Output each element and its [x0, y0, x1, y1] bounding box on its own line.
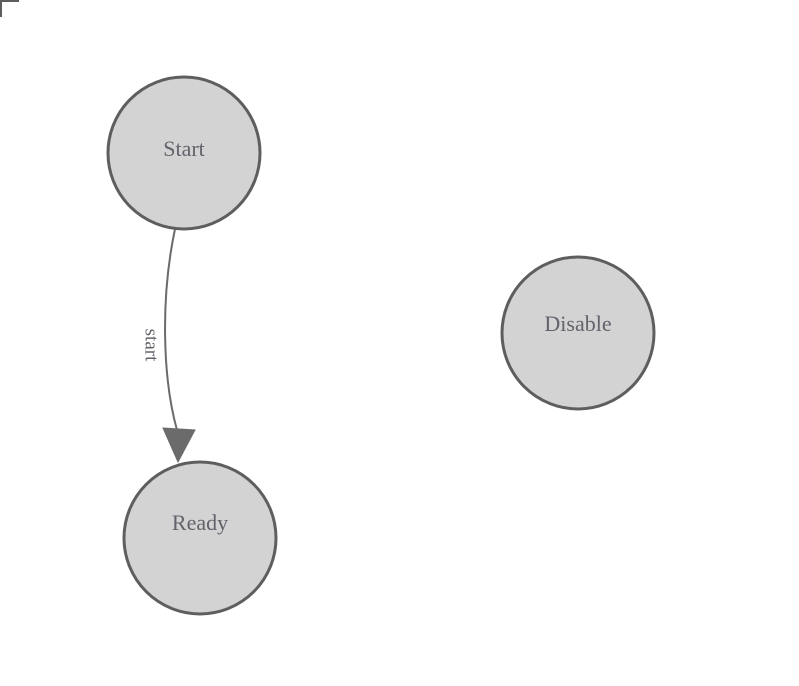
node-disable[interactable]: Disable — [500, 255, 656, 411]
top-left-crop-mark-icon — [0, 0, 19, 17]
arrowhead-icon — [162, 427, 196, 464]
node-ready-circle[interactable] — [122, 460, 278, 616]
node-start-circle[interactable] — [106, 75, 262, 231]
node-start[interactable]: Start — [106, 75, 262, 231]
node-disable-label: Disable — [544, 311, 611, 336]
edge-label-start: start — [141, 329, 162, 362]
edge-path — [164, 228, 178, 431]
edge-start-to-ready[interactable]: start — [141, 228, 196, 464]
node-disable-circle[interactable] — [500, 255, 656, 411]
node-start-label: Start — [163, 136, 205, 161]
node-ready-label: Ready — [172, 510, 228, 535]
node-ready[interactable]: Ready — [122, 460, 278, 616]
